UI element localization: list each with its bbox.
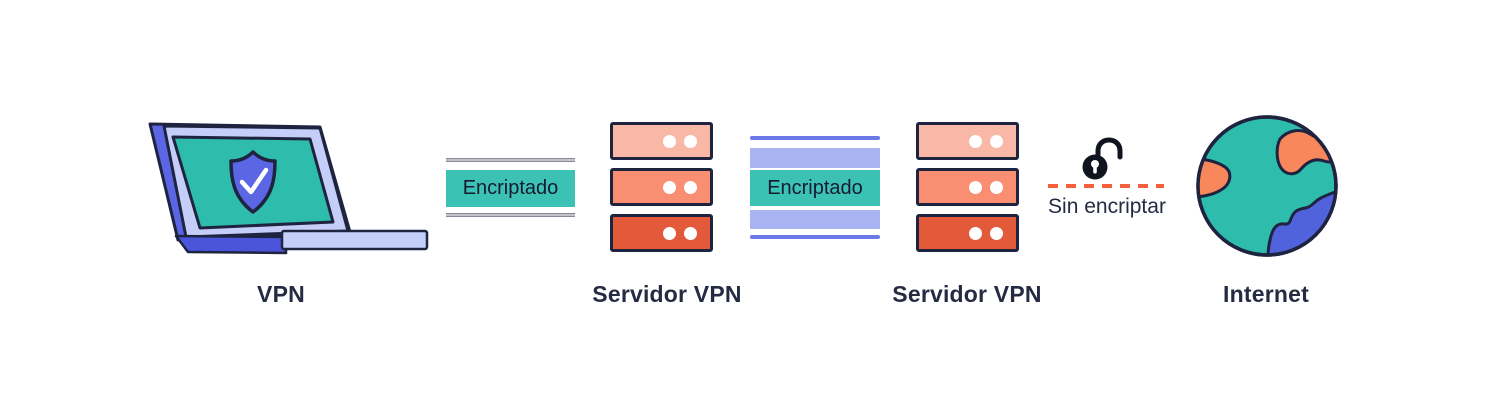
gray-line-top [446,158,575,162]
server-led [663,134,676,148]
shield-check-icon [229,150,277,214]
link-encrypted-1: Encriptado [446,158,575,217]
tunnel-band-top [750,148,880,168]
server-led [969,226,982,240]
laptop-vpn-icon [148,122,429,255]
label-vpn-server-2: Servidor VPN [892,281,1042,307]
encrypted-badge-1: Encriptado [446,170,575,207]
tunnel-line-top [750,136,880,140]
server-led [663,226,676,240]
label-vpn-client: VPN [257,281,305,307]
server-led [990,180,1003,194]
server-led [969,134,982,148]
server-unit [916,214,1019,252]
link-encrypted-2: Encriptado [750,136,880,240]
server-unit [610,122,713,160]
server-led [969,180,982,194]
unencrypted-label: Sin encriptar [1048,195,1166,218]
server-unit [916,122,1019,160]
tunnel-line-bottom [750,235,880,239]
server-unit [916,168,1019,206]
gray-line-bottom [446,213,575,217]
server-led [684,226,697,240]
label-internet: Internet [1223,281,1309,307]
server-led [684,180,697,194]
server-unit [610,214,713,252]
unencrypted-dashed-line [1048,184,1164,188]
globe-icon [1196,115,1338,257]
server-led [990,226,1003,240]
server-led [684,134,697,148]
checkmark-icon [239,167,269,195]
laptop-base-tray [280,229,429,251]
server-led [663,180,676,194]
encrypted-badge-2: Encriptado [750,170,880,206]
server-stack-1 [610,122,713,252]
server-stack-2 [916,122,1019,252]
tunnel-band-bottom [750,210,880,229]
server-unit [610,168,713,206]
server-led [990,134,1003,148]
label-vpn-server-1: Servidor VPN [592,281,742,307]
open-padlock-icon [1082,137,1123,180]
laptop-base-dark [174,234,288,255]
